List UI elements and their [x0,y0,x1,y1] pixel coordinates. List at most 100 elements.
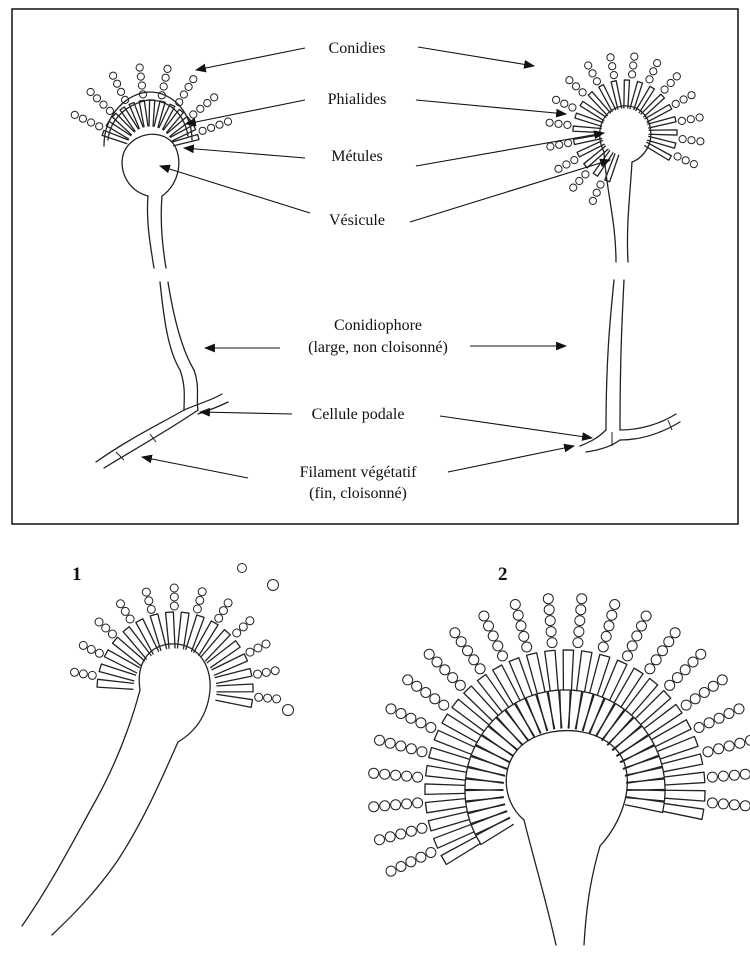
conidium [598,642,608,652]
conidium [421,688,431,698]
left-conidiophore [71,64,231,468]
conidium [440,665,450,675]
label-conidies: Conidies [329,40,386,57]
conidium [513,610,523,620]
conidium [469,655,479,665]
conidium [484,621,494,631]
label-phialides: Phialides [328,91,387,108]
conidium [610,600,620,610]
conidium [121,607,129,615]
conidium [522,642,532,652]
right-conidiophore [546,53,704,452]
conidium [95,618,103,626]
conidium [185,83,192,90]
conidium [402,771,412,781]
conidium [630,62,637,69]
label-vesicule: Vésicule [329,212,385,229]
conidium [545,616,555,626]
phialide [636,86,655,112]
conidium [717,675,727,685]
conidium [193,605,201,613]
conidium [118,88,125,95]
conidium [208,124,215,131]
phialide [648,136,676,148]
conidium [579,89,586,96]
phialide [465,790,503,801]
conidium [593,78,600,85]
conidium [681,700,691,710]
conidium [204,100,211,107]
conidium [439,700,449,710]
conidium [233,629,241,637]
phialide [441,837,480,865]
conidium [570,184,577,191]
conidium [430,694,440,704]
phialide [149,100,155,126]
conidium [87,88,94,95]
conidium [575,616,585,626]
conidium [380,769,390,779]
conidium [623,651,633,661]
conidium [375,835,385,845]
conidium [396,709,406,719]
conidium [264,694,272,702]
conidium [254,644,262,652]
conidium [543,594,553,604]
conidium [609,63,616,70]
phialide [648,117,676,128]
conidium [589,197,596,204]
conidium [631,53,638,60]
phialide [627,779,665,790]
phialide [577,651,592,692]
conidium [718,799,728,809]
conidium [164,65,171,72]
conidium [416,852,426,862]
conidium [432,657,442,667]
phialide [630,81,643,109]
conidium [555,165,562,172]
conidium [547,638,557,648]
phialide [442,714,481,742]
conidium [424,649,434,659]
conidium [665,680,675,690]
conidium [216,121,223,128]
conidium [714,744,724,754]
conidium [413,772,423,782]
conidium [571,157,578,164]
conidium [413,798,423,808]
conidium [546,119,553,126]
conidium [708,681,718,691]
conidium [563,161,570,168]
conidium [672,673,682,683]
conidium [714,713,724,723]
phialide [139,100,148,126]
conidium [110,72,117,79]
conidium [729,800,739,810]
label-conidiophore-detail: (large, non cloisonné) [308,339,448,356]
panel-1-conidial-head [22,564,294,936]
phialide [664,772,705,785]
conidium [138,82,145,89]
conidium [448,673,458,683]
panel-2-number: 2 [498,564,508,585]
phialide [489,718,523,751]
phialide [99,664,135,681]
phialide [426,766,467,781]
conidium [199,127,206,134]
phialide [614,668,643,707]
phialide [590,654,610,695]
conidium [246,648,254,656]
conidium [672,100,679,107]
conidium [696,649,706,659]
conidium [190,111,197,118]
conidium [196,596,204,604]
conidium [239,623,247,631]
conidium [417,823,427,833]
conidium [403,675,413,685]
conidium [724,709,734,719]
conidium [108,630,116,638]
conidium [170,593,178,601]
phialide [625,678,657,715]
conidium [426,723,436,733]
phialide [563,650,573,690]
